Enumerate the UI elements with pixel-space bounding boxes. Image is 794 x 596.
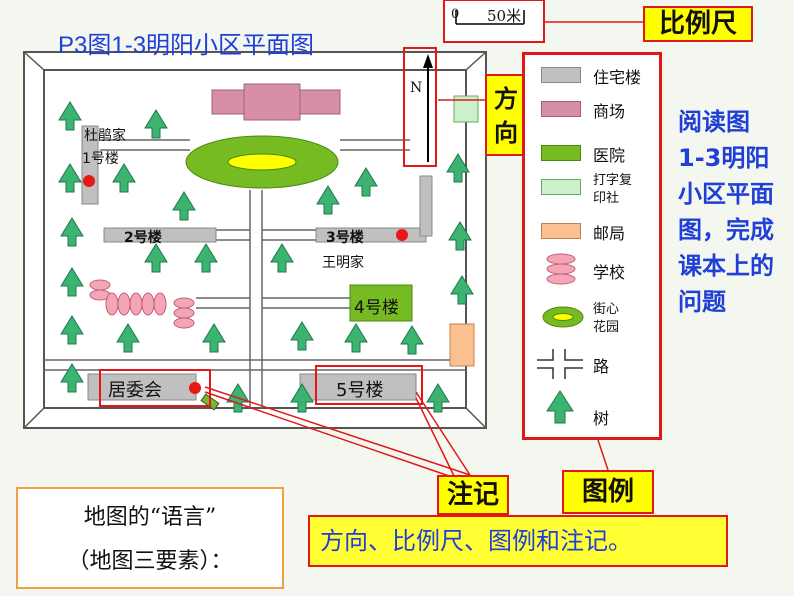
legend-road-symbol xyxy=(537,349,583,379)
instruction-text: 阅读图1-3明阳小区平面图，完成课本上的问题 xyxy=(678,108,774,316)
legend-garden-symbol xyxy=(542,306,584,328)
legend-residential-label: 住宅楼 xyxy=(593,68,642,87)
tree-icon xyxy=(446,153,470,183)
legend-mall-label: 商场 xyxy=(593,102,626,121)
tree-group xyxy=(58,101,474,413)
legend-post-office-swatch xyxy=(541,223,581,239)
direction-callout-text: 方向 xyxy=(494,85,518,147)
building-2-label: 2号楼 xyxy=(124,230,162,246)
tree-icon xyxy=(194,243,218,273)
tree-icon xyxy=(60,315,84,345)
legend-tree-symbol xyxy=(546,390,574,424)
tree-icon xyxy=(450,275,474,305)
tree-icon xyxy=(344,323,368,353)
tree-icon xyxy=(290,383,314,413)
building-5 xyxy=(299,373,417,401)
building-5-label: 5号楼 xyxy=(336,380,384,401)
direction-callout: 方向 xyxy=(485,74,527,156)
wangming-home-label: 王明家 xyxy=(322,255,364,271)
tree-icon xyxy=(448,221,472,251)
scale-zero: 0 xyxy=(451,7,460,22)
map-language-box: 地图的“语言” （地图三要素）： xyxy=(16,487,284,589)
answer-box: 方向、比例尺、图例和注记。 xyxy=(308,515,728,567)
legend-school-symbol xyxy=(546,253,576,285)
legend-residential-swatch xyxy=(541,67,581,83)
tree-icon xyxy=(144,109,168,139)
post-office xyxy=(449,323,475,367)
legend-hospital-swatch xyxy=(541,145,581,161)
wangming-home-marker xyxy=(396,229,408,241)
legend-callout: 图例 xyxy=(562,470,654,514)
tree-icon xyxy=(116,323,140,353)
tree-icon xyxy=(58,101,82,131)
scale-callout: 比例尺 xyxy=(643,6,753,42)
building-4-label: 4号楼 xyxy=(354,298,399,318)
map-language-line2: （地图三要素）： xyxy=(67,549,233,574)
legend-print-shop-swatch xyxy=(541,179,581,195)
tree-icon xyxy=(316,185,340,215)
tree-icon xyxy=(354,167,378,197)
tree-icon xyxy=(60,267,84,297)
notes-callout: 注记 xyxy=(437,475,509,515)
legend-hospital-label: 医院 xyxy=(593,146,626,165)
tree-icon xyxy=(112,163,136,193)
tree-icon xyxy=(144,243,168,273)
legend-school-label: 学校 xyxy=(593,263,626,282)
tree-icon xyxy=(58,163,82,193)
legend-road-label: 路 xyxy=(593,357,610,376)
building-1-label-line1: 杜鹃家 xyxy=(84,128,126,144)
tree-icon xyxy=(60,217,84,247)
dujuan-home-marker xyxy=(83,175,95,187)
scale-frame xyxy=(443,0,545,43)
legend-garden-label-2: 花园 xyxy=(593,320,620,335)
building-3-label: 3号楼 xyxy=(326,230,364,246)
tree-icon xyxy=(60,363,84,393)
legend-garden-label-1: 街心 xyxy=(593,302,620,317)
tree-icon xyxy=(426,383,450,413)
tree-icon xyxy=(400,325,424,355)
scale-value: 50米 xyxy=(487,7,522,25)
legend-print-shop-label-1: 打字复 xyxy=(593,173,633,188)
committee-building xyxy=(87,373,197,401)
tree-icon xyxy=(172,191,196,221)
tree-icon xyxy=(270,243,294,273)
map-language-line1: 地图的“语言” xyxy=(83,505,217,530)
north-label: N xyxy=(410,80,423,96)
legend-post-office-label: 邮局 xyxy=(593,224,626,243)
legend-print-shop-label-2: 印社 xyxy=(593,191,620,206)
school-building xyxy=(89,279,195,329)
legend-tree-label: 树 xyxy=(593,409,610,428)
committee-label: 居委会 xyxy=(108,380,162,401)
legend-mall-swatch xyxy=(541,101,581,117)
tree-icon xyxy=(202,323,226,353)
tree-icon xyxy=(290,321,314,351)
building-1-label-line2: 1号楼 xyxy=(82,151,119,167)
compass-frame xyxy=(403,47,437,167)
building-4 xyxy=(349,284,413,322)
building-2 xyxy=(103,227,217,243)
map-legend: 住宅楼 商场 医院 打字复 印社 邮局 学校 街心 花园 路 树 xyxy=(522,52,662,440)
callout-lines xyxy=(204,21,643,479)
inner-roads xyxy=(44,139,466,408)
committee-marker xyxy=(189,382,201,394)
page-title: P3图1-3明阳小区平面图 xyxy=(58,32,315,59)
